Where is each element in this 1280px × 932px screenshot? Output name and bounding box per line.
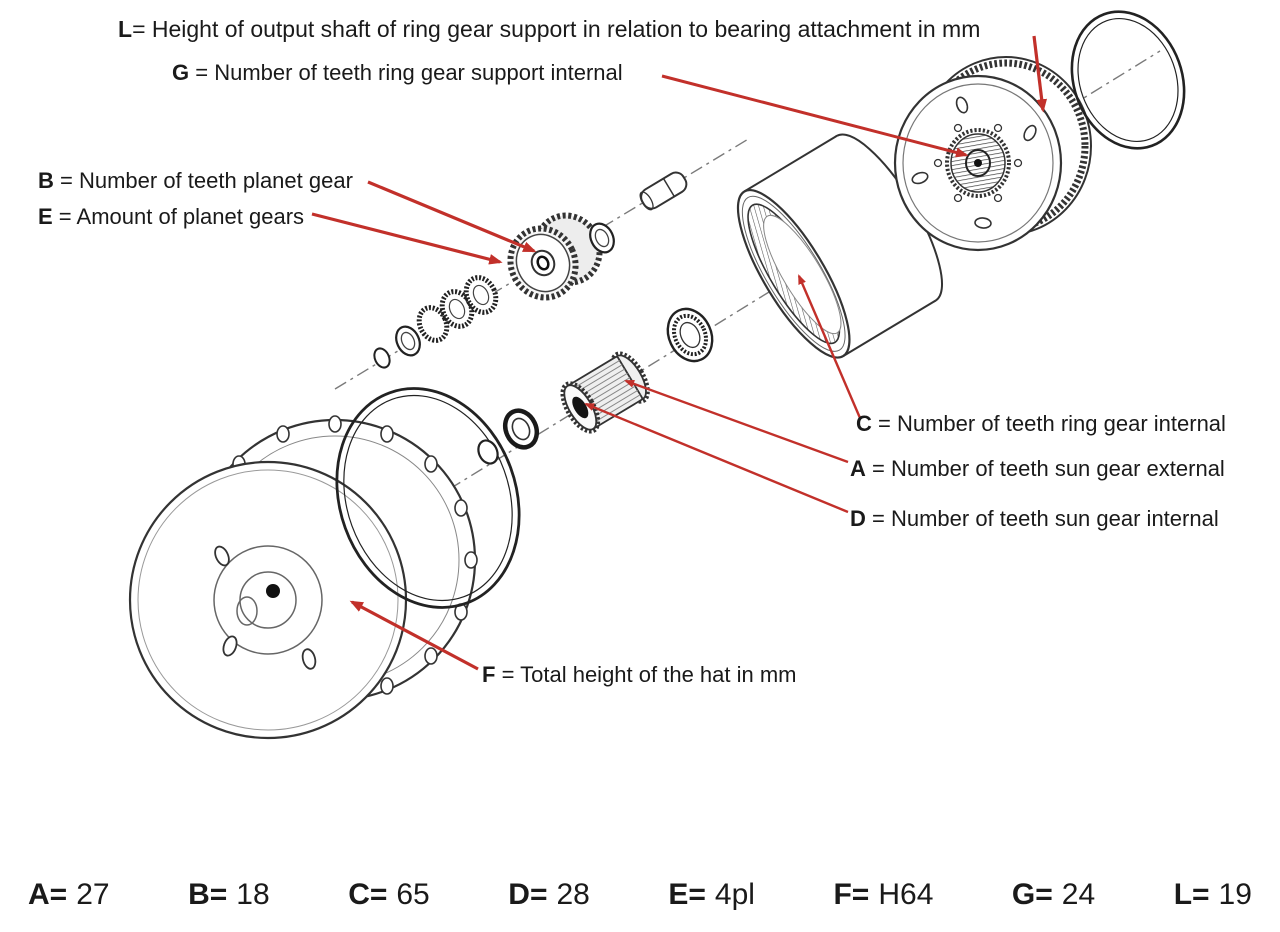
ring-gear-support [893,56,1092,252]
callout-E-key: E [38,204,53,229]
arrow-F [349,600,479,671]
planet-pin [639,171,688,211]
washers-front [477,408,540,465]
value-D-key: D= [508,878,548,911]
value-B-key: B= [188,878,228,911]
callout-F-text: = Total height of the hat in mm [495,662,797,687]
arrow-A [624,379,849,464]
arrow-L [1032,35,1048,113]
value-A: A=27 [28,878,110,912]
values-row: A=27 B=18 C=65 D=28 E=4pl F=H64 G=24 L=1… [0,878,1280,912]
callout-C: C = Number of teeth ring gear internal [856,411,1226,437]
callout-L-text: = Height of output shaft of ring gear su… [132,16,981,42]
planet-washer [589,222,615,254]
value-A-num: 27 [76,878,110,911]
callout-C-text: = Number of teeth ring gear internal [871,411,1226,436]
callout-B: B = Number of teeth planet gear [38,168,353,194]
value-L: L=19 [1174,878,1252,912]
callout-D-text: = Number of teeth sun gear internal [865,506,1219,531]
callout-E-text: = Amount of planet gears [52,204,305,229]
value-C: C=65 [348,878,430,912]
callout-A-key: A [850,456,866,481]
callout-G-text: = Number of teeth ring gear support inte… [189,60,623,85]
arrow-D [584,402,849,514]
callout-D-key: D [850,506,866,531]
callout-A-text: = Number of teeth sun gear external [865,456,1225,481]
value-G-num: 24 [1061,878,1096,911]
callout-A: A = Number of teeth sun gear external [850,456,1225,482]
planet-gear [507,212,603,301]
arrow-C [797,274,862,419]
value-B-num: 18 [236,878,270,911]
callout-G: G = Number of teeth ring gear support in… [172,60,623,86]
sun-gear [560,351,650,434]
callout-C-key: C [856,411,872,436]
value-L-key: L= [1173,878,1210,911]
arrow-G [661,74,969,158]
value-G-key: G= [1011,878,1053,911]
callout-arrows [311,35,1048,671]
value-C-key: C= [348,878,388,911]
snap-ring [1070,10,1186,150]
value-A-key: A= [28,878,68,911]
value-L-num: 19 [1218,878,1252,911]
value-F-key: F= [833,878,870,911]
callout-D: D = Number of teeth sun gear internal [850,506,1219,532]
value-F: F=H64 [833,878,933,912]
arrow-E [311,212,503,265]
value-G: G=24 [1012,878,1095,912]
value-E-key: E= [668,878,706,911]
o-ring-large [335,387,521,609]
callout-L-key: L [118,16,133,42]
value-F-num: H64 [878,878,934,911]
callout-E: E = Amount of planet gears [38,204,304,230]
value-D: D=28 [508,878,590,912]
bearing-ring [666,307,714,363]
planet-spacer-stack [373,275,499,369]
callout-B-text: = Number of teeth planet gear [53,168,353,193]
value-E: E=4pl [668,878,755,912]
hub-hat [128,415,478,740]
value-B: B=18 [188,878,270,912]
callout-F-key: F [482,662,496,687]
callout-B-key: B [38,168,54,193]
value-E-num: 4pl [714,878,755,911]
value-C-num: 65 [396,878,430,911]
ring-gear [736,133,944,359]
callout-G-key: G [172,60,190,85]
callout-L: L= Height of output shaft of ring gear s… [118,16,980,43]
value-D-num: 28 [556,878,590,911]
arrow-B [367,180,537,253]
callout-F: F = Total height of the hat in mm [482,662,797,688]
